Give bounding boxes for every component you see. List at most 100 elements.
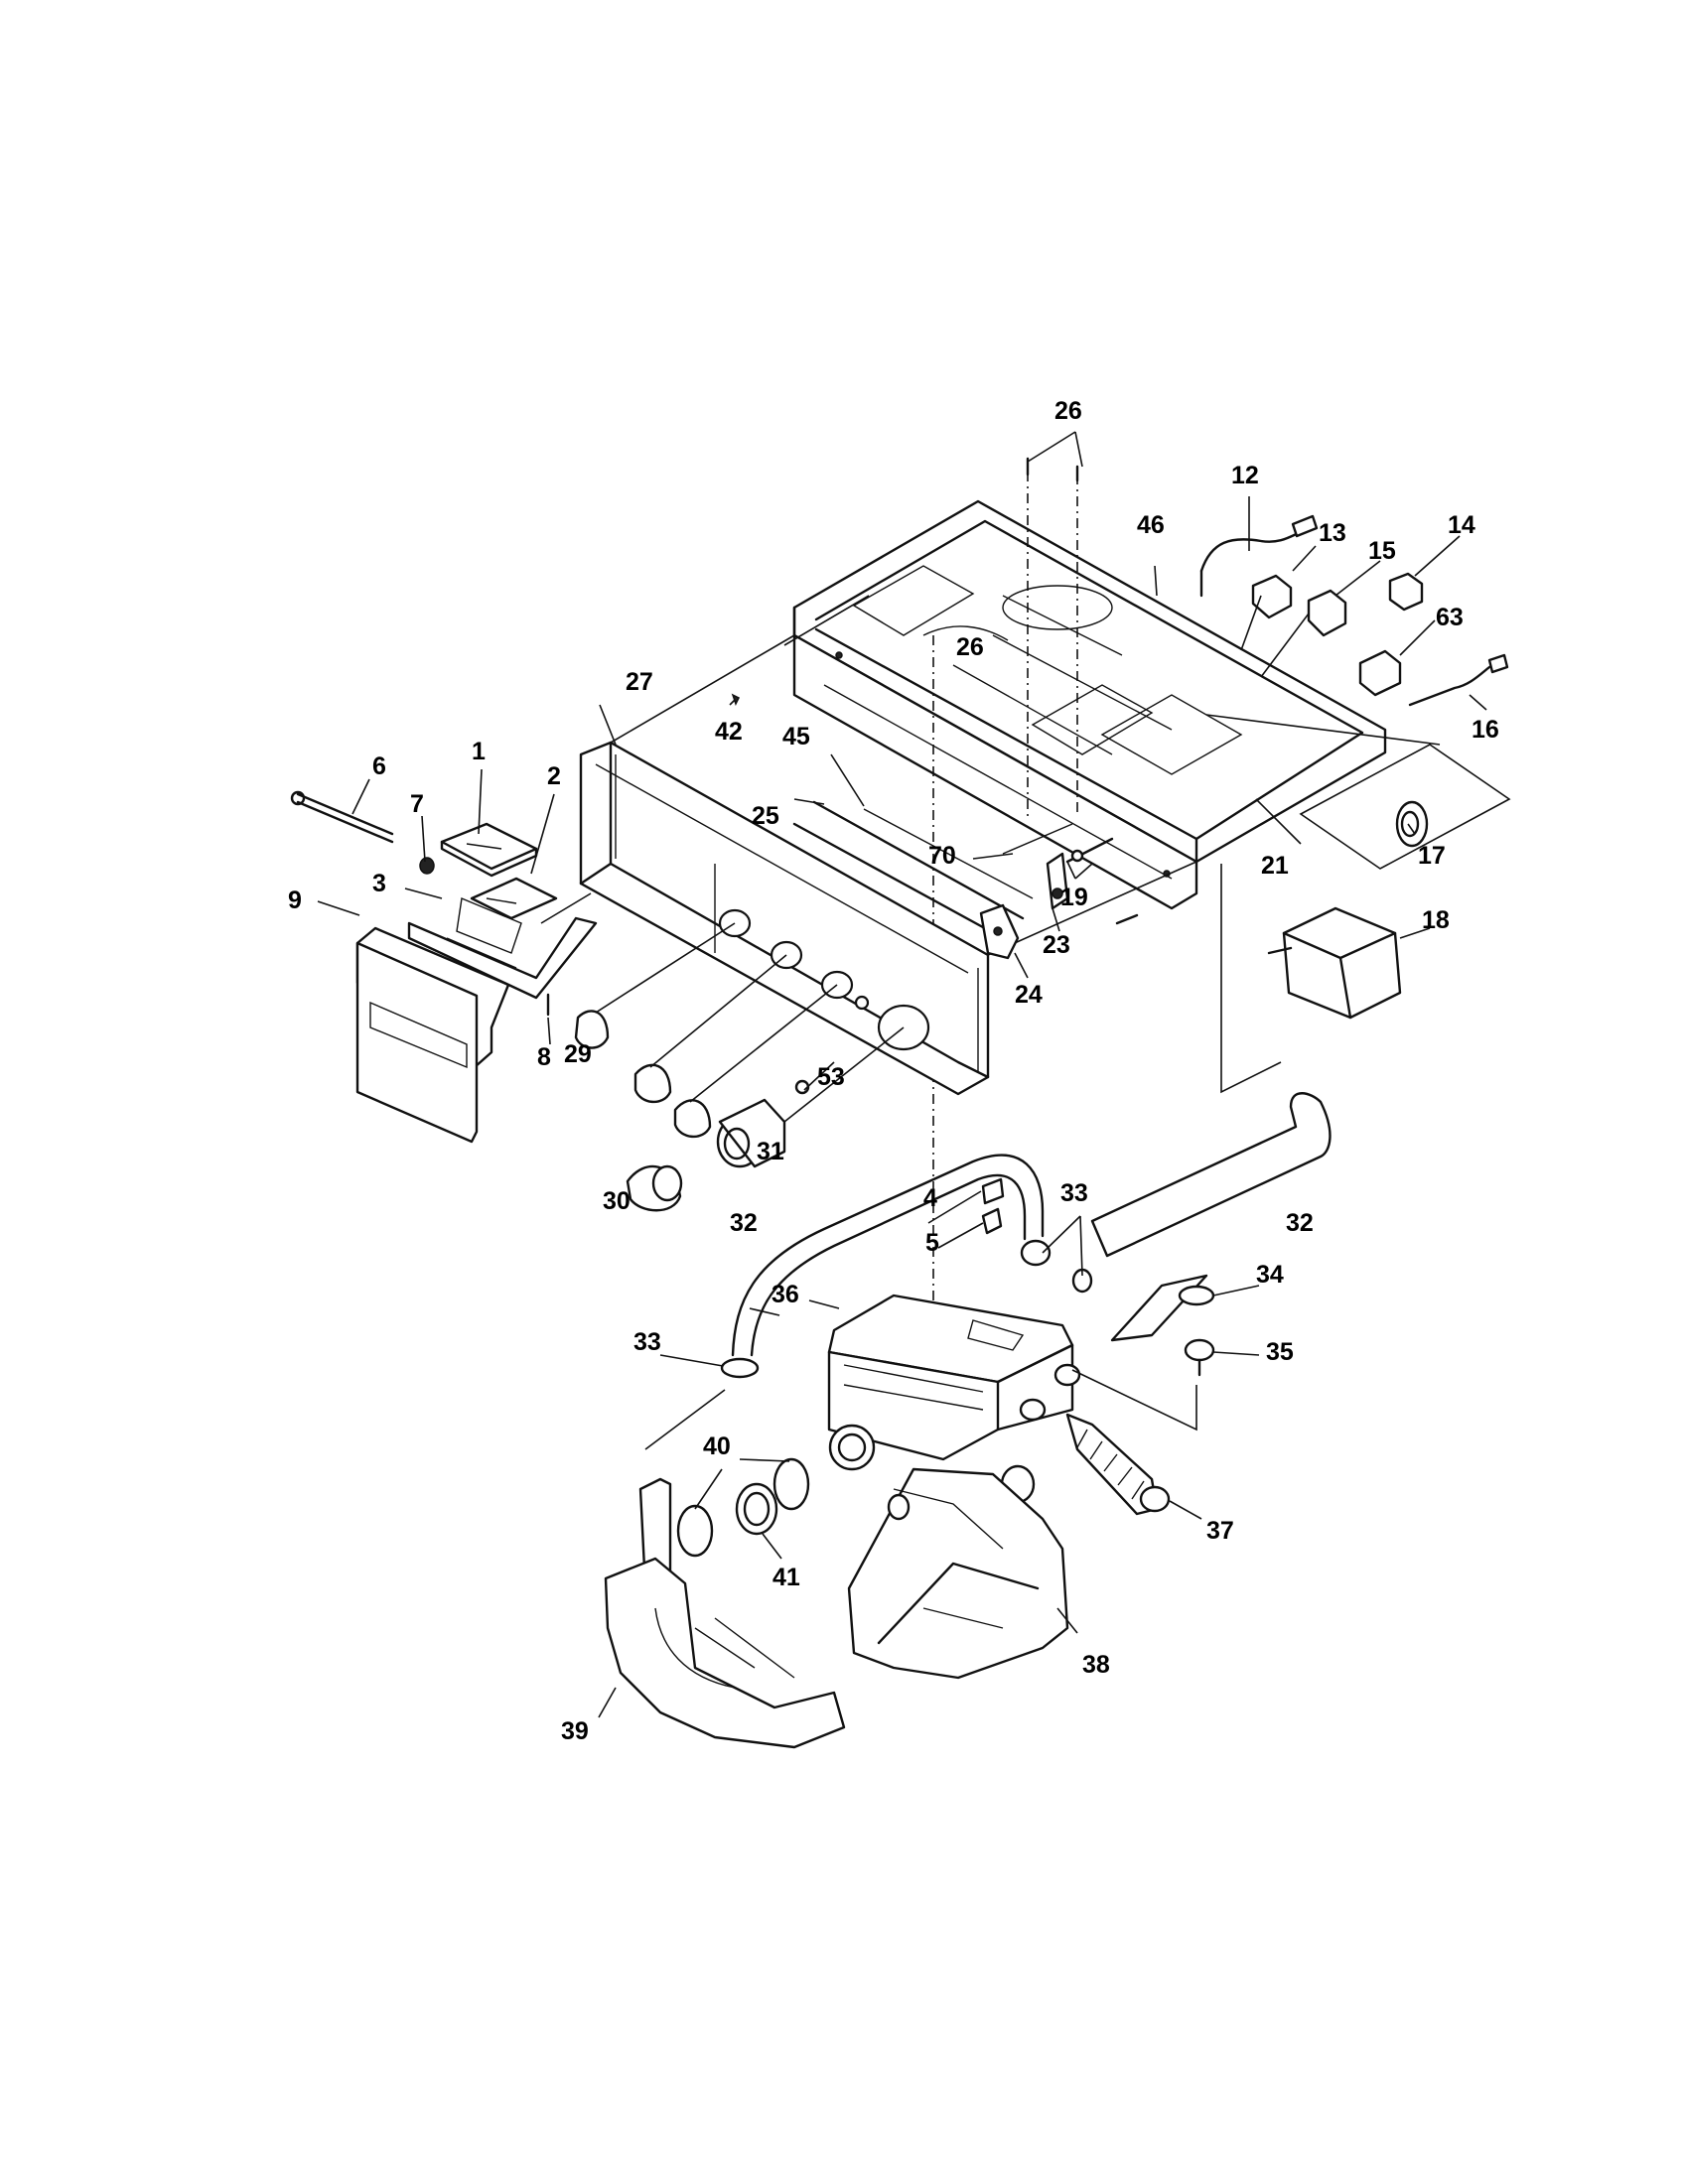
callout-3: 3: [372, 870, 386, 897]
callout-45: 45: [782, 723, 810, 751]
relay-part-14: [1388, 572, 1424, 612]
knob-base-part-31: [716, 1098, 786, 1168]
callout-23: 23: [1043, 931, 1070, 959]
fasteners-part-19: [1065, 837, 1139, 925]
callout-30: 30: [603, 1187, 631, 1215]
switch-part-15: [1307, 589, 1347, 637]
clamp-part-40: [676, 1457, 810, 1558]
callout-7: 7: [410, 790, 424, 818]
assembly-line: [783, 1026, 905, 1123]
assembly-line: [1299, 744, 1511, 870]
callout-27: 27: [626, 668, 653, 696]
callout-37: 37: [1206, 1517, 1234, 1545]
assembly-line: [644, 1389, 726, 1450]
callout-63: 63: [1436, 604, 1464, 631]
wire-part-45: [863, 808, 1034, 899]
callout-24: 24: [1015, 981, 1043, 1009]
base-tray-part-38: [847, 1467, 1069, 1680]
callout-38: 38: [1082, 1651, 1110, 1679]
callout-12: 12: [1231, 462, 1259, 489]
dispenser-drawer-part-9: [355, 897, 598, 1144]
assembly-line: [689, 984, 838, 1103]
drawer-cover-part-1: [440, 822, 538, 878]
callout-34: 34: [1256, 1261, 1284, 1289]
sump-housing-part-36: [827, 1294, 1081, 1461]
bracket-part-34: [1110, 1274, 1215, 1342]
assembly-line: [1220, 864, 1282, 1094]
callout-36: 36: [772, 1281, 799, 1308]
callout-8: 8: [537, 1043, 551, 1071]
siphon-cap-part-6: [290, 790, 394, 844]
screw-part-42: [731, 693, 741, 706]
callout-26-top: 26: [1054, 397, 1082, 425]
callout-32-left: 32: [730, 1209, 758, 1237]
wire-part-16: [1408, 653, 1509, 707]
drawer-cover-part-2: [470, 877, 558, 920]
top-frame-part-46: [792, 499, 1387, 910]
callout-70: 70: [928, 842, 956, 870]
callout-14: 14: [1448, 511, 1475, 539]
bracket-part-24: [979, 903, 1020, 960]
knob-part-29: [574, 1010, 712, 1139]
control-panel-part-27: [579, 741, 990, 1096]
callout-35: 35: [1266, 1338, 1294, 1366]
callout-1: 1: [472, 738, 486, 765]
assembly-line: [1071, 1369, 1197, 1432]
motor-part-18: [1267, 906, 1402, 1020]
knob-part-30: [626, 1164, 683, 1212]
callout-41: 41: [772, 1564, 800, 1591]
pressure-switch-part-17: [1395, 800, 1429, 848]
callout-33-left: 33: [633, 1328, 661, 1356]
callout-33-top: 33: [1060, 1179, 1088, 1207]
screws-part-26: [1026, 457, 1079, 482]
assembly-line: [540, 892, 592, 924]
valve-part-5: [981, 1207, 1003, 1235]
callout-15: 15: [1368, 537, 1396, 565]
bracket-part-23: [1046, 852, 1069, 910]
callout-numbers: 26 12 46 13 14 15 63 26 27 42 16 45 1 2 …: [288, 397, 1499, 1745]
switch-part-13: [1251, 574, 1293, 619]
callout-4: 4: [923, 1184, 937, 1212]
callout-13: 13: [1319, 519, 1346, 547]
callout-16: 16: [1472, 716, 1499, 744]
hose-clamp-part-33: [720, 1239, 1093, 1379]
drain-hose-part-37: [1065, 1413, 1171, 1516]
assembly-line: [987, 861, 1197, 956]
duct-part-39: [604, 1477, 846, 1749]
spring-part-7: [419, 857, 435, 875]
callout-32-right: 32: [1286, 1209, 1314, 1237]
callout-19: 19: [1060, 884, 1088, 911]
connector-part-35: [1184, 1338, 1215, 1377]
assembly-line: [1205, 714, 1441, 746]
hose-part-32: [731, 1092, 1332, 1357]
callout-6: 6: [372, 752, 386, 780]
callout-5: 5: [925, 1229, 939, 1257]
rod-part-25: [792, 800, 1025, 940]
callout-18: 18: [1422, 906, 1450, 934]
callout-40: 40: [703, 1433, 731, 1460]
callout-leaders: [317, 431, 1487, 1718]
assembly-line: [1260, 613, 1310, 678]
callout-46: 46: [1137, 511, 1165, 539]
callout-39: 39: [561, 1717, 589, 1745]
assembly-line: [610, 634, 795, 744]
callout-17: 17: [1418, 842, 1446, 870]
assembly-line: [595, 922, 736, 1014]
pump-outlet: [828, 1424, 876, 1471]
wire-harness-part-12: [1199, 514, 1319, 598]
callout-9: 9: [288, 887, 302, 914]
fitting: [1019, 1398, 1047, 1422]
callout-26-mid: 26: [956, 633, 984, 661]
callout-29: 29: [564, 1040, 592, 1068]
callout-2: 2: [547, 762, 561, 790]
switch-part-63: [1358, 649, 1402, 697]
callout-25: 25: [752, 802, 779, 830]
valve-part-4: [981, 1177, 1005, 1205]
ring-part-41: [735, 1482, 778, 1536]
wire-part-70: [1002, 823, 1073, 855]
callout-21: 21: [1261, 852, 1289, 880]
assembly-line: [649, 954, 787, 1068]
callout-31: 31: [757, 1138, 784, 1165]
callout-53: 53: [817, 1063, 845, 1091]
